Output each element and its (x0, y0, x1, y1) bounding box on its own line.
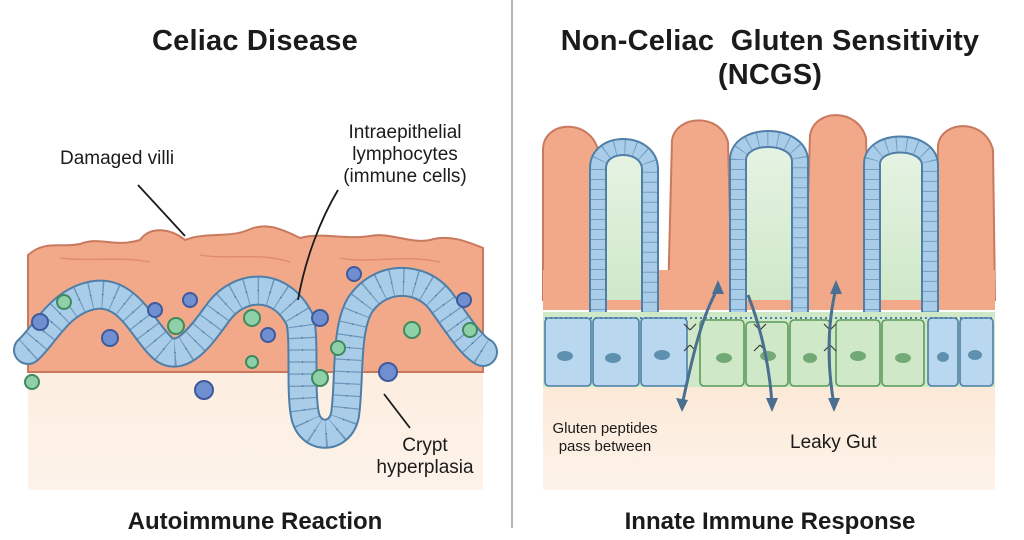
label-crypt-hyperplasia: Crypt hyperplasia (370, 435, 480, 479)
celiac-panel-art (13, 184, 498, 490)
label-gluten-peptides: Gluten peptides pass between (540, 420, 670, 456)
iel-line-3: (immune cells) (343, 166, 467, 187)
passage-arrow-1 (680, 287, 720, 406)
leader-iel (297, 189, 339, 301)
celiac-title: Celiac Disease (152, 25, 358, 57)
ncgs-panel-art (542, 114, 997, 490)
iel-line-1: Intraepithelial (348, 122, 462, 143)
ncgs-caption: Innate Immune Response (624, 508, 916, 535)
crypt-line-2: hyperplasia (376, 457, 474, 478)
passage-arrow-2 (746, 294, 774, 406)
ncgs-title-line-1: Non-Celiac Gluten Sensitivity (560, 25, 980, 57)
lymphocytes (24, 266, 478, 400)
passage-arrow-3 (827, 287, 838, 406)
gluten-line-2: pass between (558, 438, 652, 455)
celiac-caption: Autoimmune Reaction (127, 508, 383, 535)
ncgs-title-line-2: (NCGS) (717, 59, 823, 91)
label-intraepithelial-lymphocytes: Intraepithelial lymphocytes (immune cell… (330, 122, 480, 188)
leader-damaged-villi (137, 184, 186, 237)
ncgs-title: Non-Celiac Gluten Sensitivity (NCGS) (530, 24, 1010, 92)
leader-crypt (383, 393, 411, 429)
label-leaky-gut: Leaky Gut (790, 432, 877, 453)
iel-line-2: lymphocytes (352, 144, 458, 165)
crypt-line-1: Crypt (402, 435, 448, 456)
gluten-line-1: Gluten peptides (552, 420, 658, 437)
label-damaged-villi: Damaged villi (60, 148, 175, 169)
